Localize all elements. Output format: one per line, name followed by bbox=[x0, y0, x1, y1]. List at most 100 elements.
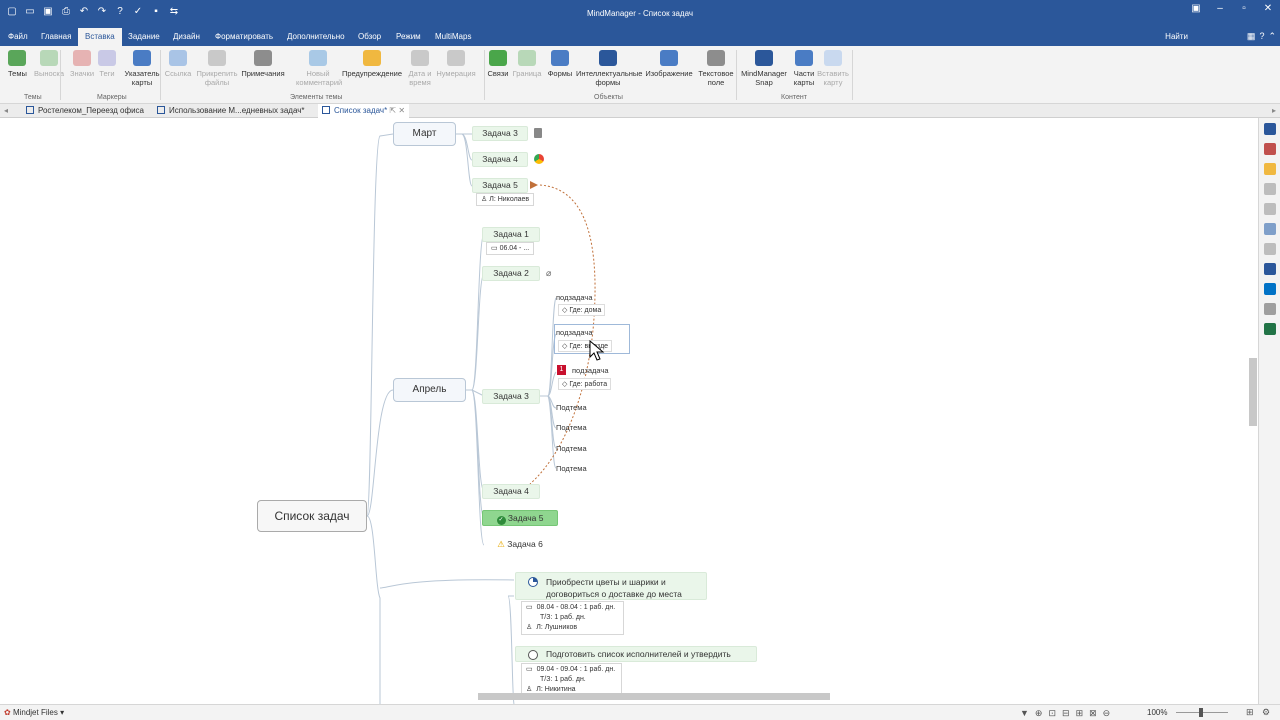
tag-home[interactable]: ◇ Где: дома bbox=[558, 304, 606, 316]
open-icon[interactable]: ▭ bbox=[25, 6, 35, 17]
minimize-button[interactable]: – bbox=[1217, 3, 1223, 14]
tab-view[interactable]: Режим bbox=[396, 32, 421, 41]
scroll-left-icon[interactable]: ◂ bbox=[4, 106, 9, 115]
ribbon-button-1[interactable]: Выноска bbox=[32, 50, 66, 78]
task-buy-flowers[interactable]: Приобрести цветы и шарики и договориться… bbox=[515, 572, 707, 600]
topic-march[interactable]: Март bbox=[393, 122, 456, 146]
fit-page-icon[interactable]: ⊞ bbox=[1246, 707, 1254, 717]
ribbon-button-5[interactable]: Ссылка bbox=[164, 50, 192, 78]
ribbon-button-6[interactable]: Прикрепить файлы bbox=[196, 50, 238, 87]
topic-april[interactable]: Апрель bbox=[393, 378, 466, 402]
zoom-out-icon[interactable]: ⊖ bbox=[1102, 708, 1111, 718]
restore-ribbon-icon[interactable]: ▣ bbox=[1191, 3, 1201, 14]
subtask-2[interactable]: подзадача bbox=[556, 328, 593, 337]
save-icon[interactable]: ▣ bbox=[43, 6, 53, 17]
horizontal-scroll-thumb[interactable] bbox=[478, 693, 830, 700]
excel-icon[interactable] bbox=[1263, 323, 1276, 335]
calendar-pane-icon[interactable] bbox=[1263, 163, 1276, 175]
comments-icon[interactable] bbox=[1263, 223, 1276, 235]
mindjet-files-menu[interactable]: ✿ Mindjet Files ▾ bbox=[4, 708, 65, 717]
ribbon-button-13[interactable]: Граница bbox=[510, 50, 544, 78]
doc-tab-office-move[interactable]: Ростелеком_Переезд офиса bbox=[26, 106, 144, 115]
map-canvas[interactable]: Список задач Март Задача 3 Задача 4 Зада… bbox=[0, 118, 1258, 704]
task-april-6[interactable]: ⚠ Задача 6 bbox=[482, 538, 558, 553]
tab-review[interactable]: Обзор bbox=[358, 32, 382, 41]
subtopic-2[interactable]: Подтема bbox=[556, 423, 587, 432]
zoom-slider[interactable] bbox=[1172, 707, 1232, 717]
find-button[interactable]: Найти bbox=[1165, 32, 1188, 41]
priority-icon[interactable]: 1 bbox=[557, 365, 566, 375]
ribbon-button-11[interactable]: Нумерация bbox=[436, 50, 476, 78]
library-icon[interactable] bbox=[1263, 123, 1276, 135]
ribbon-button-7[interactable]: Примечания bbox=[240, 50, 286, 78]
subtopic-3[interactable]: Подтема bbox=[556, 444, 587, 453]
ribbon-button-3[interactable]: Теги bbox=[98, 50, 116, 78]
ribbon-button-15[interactable]: Интеллектуальные формы bbox=[576, 50, 642, 87]
task-april-2[interactable]: Задача 2 bbox=[482, 266, 540, 281]
tab-task[interactable]: Задание bbox=[128, 32, 160, 41]
tab-design[interactable]: Дизайн bbox=[173, 32, 200, 41]
undo-icon[interactable]: ↶ bbox=[79, 6, 89, 17]
ribbon-button-10[interactable]: Дата и время bbox=[406, 50, 434, 87]
comment-icon[interactable]: ▪ bbox=[154, 6, 158, 17]
sort-icon[interactable]: ⇆ bbox=[169, 6, 179, 17]
task-march-3[interactable]: Задача 3 bbox=[472, 126, 528, 141]
ribbon-button-9[interactable]: Предупреждение bbox=[340, 50, 404, 78]
task-april-5[interactable]: ✓ Задача 5 bbox=[482, 510, 558, 526]
ribbon-button-19[interactable]: Части карты bbox=[790, 50, 818, 87]
tab-format[interactable]: Форматировать bbox=[215, 32, 274, 41]
layout-icon[interactable]: ▦ bbox=[1246, 31, 1256, 41]
balance-icon[interactable]: ⊡ bbox=[1048, 708, 1057, 718]
subtopic-1[interactable]: Подтема bbox=[556, 403, 587, 412]
collapse-icon[interactable]: ⊟ bbox=[1062, 708, 1070, 718]
pin-icon[interactable]: ⇱ bbox=[389, 106, 397, 115]
show-levels-icon[interactable]: ⊞ bbox=[1075, 708, 1084, 718]
central-topic[interactable]: Список задач bbox=[257, 500, 367, 532]
tag-work[interactable]: ◇ Где: работа bbox=[558, 378, 612, 390]
tab-insert[interactable]: Вставка bbox=[78, 28, 122, 46]
tab-file[interactable]: Файл bbox=[8, 32, 28, 41]
ribbon-button-20[interactable]: Вставить карту bbox=[816, 50, 850, 87]
tab-multimaps[interactable]: MultiMaps bbox=[435, 32, 472, 41]
focus-icon[interactable]: ⊕ bbox=[1034, 708, 1043, 718]
ribbon-button-12[interactable]: Связи bbox=[486, 50, 510, 78]
subtopic-4[interactable]: Подтема bbox=[556, 464, 587, 473]
subtask-3[interactable]: подзадача bbox=[572, 366, 609, 375]
attachment-file-icon[interactable] bbox=[534, 128, 542, 138]
browser-link-icon[interactable] bbox=[534, 154, 544, 164]
ribbon-button-4[interactable]: Указатель карты bbox=[122, 50, 162, 87]
check-icon[interactable]: ✓ bbox=[133, 6, 143, 17]
ribbon-button-16[interactable]: Изображение bbox=[644, 50, 694, 78]
settings-icon[interactable]: ⚙ bbox=[1262, 707, 1271, 717]
ribbon-button-14[interactable]: Формы bbox=[546, 50, 574, 78]
search-icon[interactable] bbox=[1263, 243, 1276, 255]
paperclip-icon[interactable]: ⌀ bbox=[546, 268, 552, 278]
ribbon-button-17[interactable]: Текстовое поле bbox=[696, 50, 736, 87]
markers-icon[interactable] bbox=[1263, 143, 1276, 155]
task-march-5[interactable]: Задача 5 bbox=[472, 178, 528, 193]
task-april-4[interactable]: Задача 4 bbox=[482, 484, 540, 499]
tab-advanced[interactable]: Дополнительно bbox=[287, 32, 345, 41]
print-icon[interactable]: ⎙ bbox=[62, 6, 70, 17]
doc-tab-task-list[interactable]: Список задач* ⇱ ✕ bbox=[318, 104, 410, 118]
subtask-1[interactable]: подзадача bbox=[556, 293, 593, 302]
fit-map-icon[interactable]: ⊠ bbox=[1089, 708, 1097, 718]
browser-icon[interactable] bbox=[1263, 303, 1276, 315]
doc-tab-daily-tasks[interactable]: Использование М...едневных задач* bbox=[157, 106, 305, 115]
help-circle-icon[interactable]: ? bbox=[1259, 31, 1265, 41]
filter-icon[interactable]: ▼ bbox=[1020, 708, 1029, 718]
tab-home[interactable]: Главная bbox=[41, 32, 72, 41]
ribbon-button-2[interactable]: Значки bbox=[68, 50, 96, 78]
task-prepare-list[interactable]: Подготовить список исполнителей и утверд… bbox=[515, 646, 757, 662]
ribbon-button-8[interactable]: Новый комментарий bbox=[296, 50, 342, 87]
vertical-scroll-thumb[interactable] bbox=[1249, 358, 1257, 426]
share-icon[interactable] bbox=[1263, 203, 1276, 215]
outlook-icon[interactable] bbox=[1263, 283, 1276, 295]
close-tab-icon[interactable]: ✕ bbox=[398, 106, 406, 115]
ribbon-button-0[interactable]: Темы bbox=[8, 50, 27, 78]
task-april-1[interactable]: Задача 1 bbox=[482, 227, 540, 242]
help-icon[interactable]: ? bbox=[117, 6, 123, 17]
maximize-button[interactable]: ▫ bbox=[1242, 3, 1246, 14]
scroll-right-icon[interactable]: ▸ bbox=[1271, 106, 1276, 115]
task-march-4[interactable]: Задача 4 bbox=[472, 152, 528, 167]
